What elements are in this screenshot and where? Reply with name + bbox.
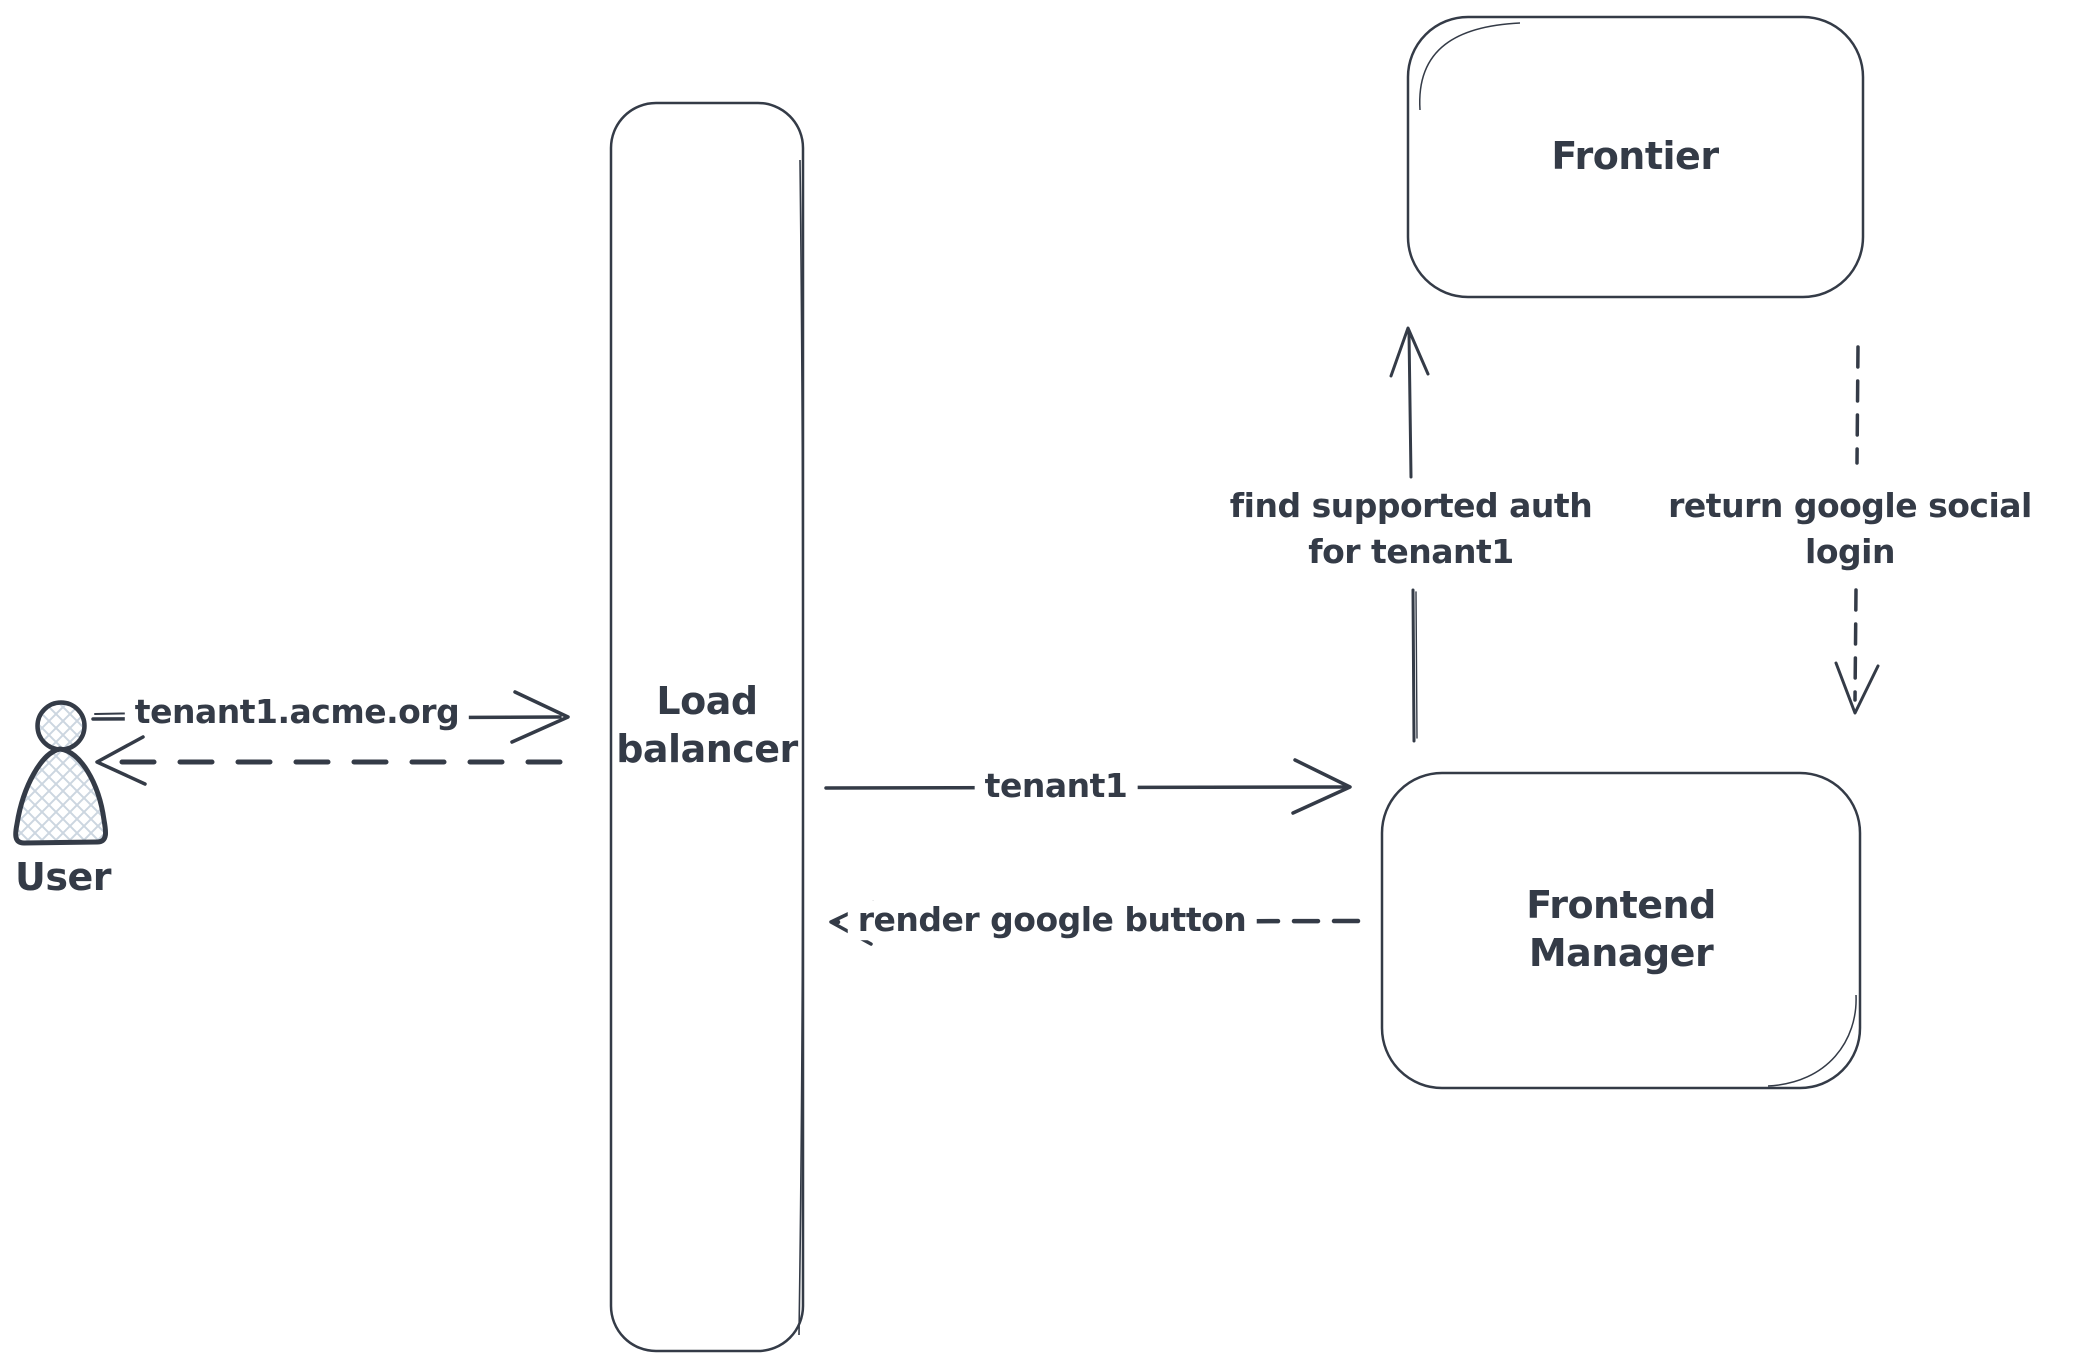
frontend-manager-node (1380, 771, 1862, 1090)
frontier-box-outline (1406, 15, 1865, 299)
arrow-find-auth-sketch (1415, 591, 1418, 739)
arrow-find-auth-head (1389, 326, 1430, 378)
message-find-auth-label-line2: for tenant1 (1308, 532, 1514, 571)
frontier-node (1406, 15, 1865, 299)
arrow-lb-response (95, 735, 563, 786)
message-find-auth-label-line1: find supported auth (1229, 486, 1593, 525)
message-return-login-label: return google social login (1668, 483, 2032, 575)
load-balancer-label: Load balancer (616, 677, 798, 773)
user-label: User (15, 855, 112, 899)
user-figure (13, 700, 109, 846)
arrow-tenant1-head (1291, 758, 1352, 815)
message-render-button-label: render google button (847, 900, 1257, 940)
person-icon-head (35, 700, 87, 752)
load-balancer-node (609, 101, 805, 1353)
arrow-find-auth-line-upper (1407, 330, 1413, 479)
person-icon-body (13, 746, 109, 846)
arrow-return-login-head (1834, 661, 1880, 715)
load-balancer-label-line1: Load (656, 679, 758, 723)
arrow-find-auth-line-lower (1411, 588, 1416, 743)
message-find-auth-label: find supported auth for tenant1 (1229, 483, 1593, 575)
frontend-manager-label: Frontend Manager (1526, 881, 1716, 977)
load-balancer-label-line2: balancer (616, 727, 798, 771)
arrow-return-login (1834, 345, 1880, 715)
arrow-tenant-url-head (510, 690, 570, 744)
frontier-label: Frontier (1551, 134, 1719, 178)
arrow-return-login-line-lower (1853, 588, 1858, 702)
message-tenant1-label: tenant1 (974, 766, 1138, 806)
arrow-lb-response-head (95, 735, 147, 786)
frontend-manager-box-sketch-stroke (1767, 994, 1857, 1087)
frontend-manager-box-outline (1380, 771, 1862, 1090)
message-tenant-url-label: tenant1.acme.org (124, 692, 470, 732)
frontend-manager-label-line2: Manager (1528, 931, 1714, 975)
message-return-login-label-line1: return google social (1668, 486, 2032, 525)
message-return-login-label-line2: login (1805, 532, 1895, 571)
arrow-return-login-line-upper (1855, 345, 1860, 465)
frontend-manager-label-line1: Frontend (1526, 883, 1716, 927)
frontier-box-sketch-stroke (1419, 22, 1521, 111)
arrow-find-auth (1389, 326, 1430, 743)
load-balancer-box-sketch-stroke (798, 159, 804, 1336)
